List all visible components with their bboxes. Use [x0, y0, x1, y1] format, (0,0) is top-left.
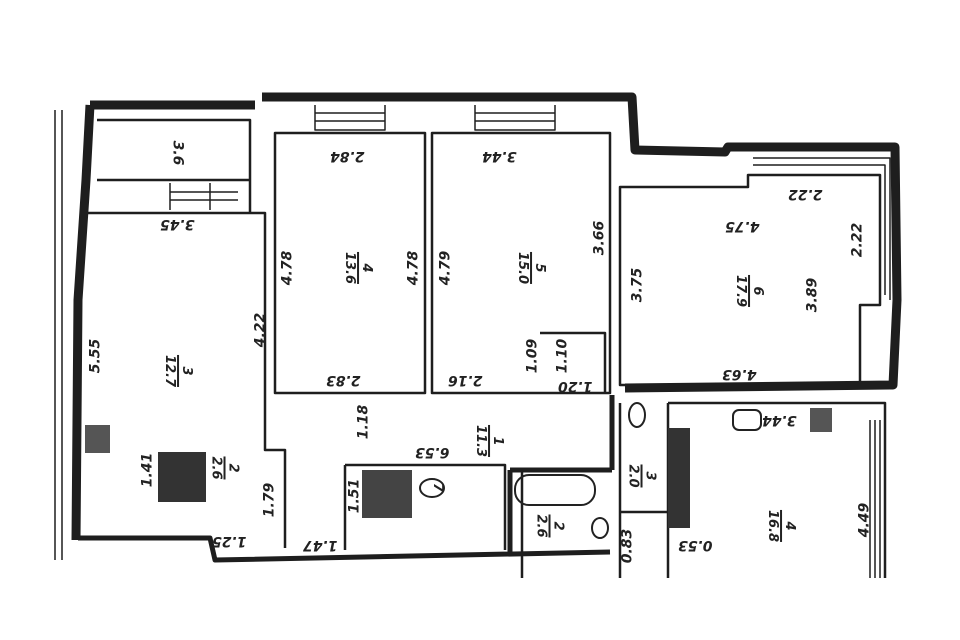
dimension-label: 5.55 — [87, 338, 104, 374]
window-marks — [54, 105, 891, 578]
sink-icon — [85, 425, 110, 453]
stove-icon — [362, 470, 412, 518]
dimension-label: 0.83 — [619, 528, 636, 564]
dimension-label: 2.16 — [448, 372, 483, 388]
sink-icon — [591, 517, 609, 539]
dimension-label: 4.78 — [279, 250, 296, 286]
toilet-icon — [628, 402, 646, 428]
dimension-label: 6.53 — [415, 444, 450, 460]
stove-icon — [158, 452, 206, 502]
dimension-label: 1.20 — [558, 378, 593, 394]
dimension-label: 4.78 — [405, 250, 422, 286]
dimension-label: 4.75 — [725, 218, 760, 234]
dimension-label: 2.22 — [849, 222, 866, 258]
dimension-label: 1.25 — [212, 533, 247, 549]
dimension-label: 1.18 — [355, 404, 372, 440]
dimension-label: 0.53 — [678, 537, 713, 553]
dimension-label: 1.10 — [554, 338, 571, 374]
radiator-icon — [668, 428, 690, 528]
dimension-label: 3.44 — [762, 412, 797, 428]
dimension-label: 3.6 — [169, 140, 186, 166]
dimension-label: 1.09 — [524, 338, 541, 374]
dimension-label: 2.83 — [326, 372, 361, 388]
room-label: 7 — [430, 482, 446, 493]
dimension-label: 2.84 — [330, 148, 365, 164]
dimension-label: 3.75 — [629, 267, 646, 303]
dimension-label: 3.66 — [591, 220, 608, 256]
dimension-label: 4.79 — [437, 250, 454, 286]
outer-wall — [71, 92, 902, 541]
toilet-icon — [419, 478, 445, 498]
dimension-label: 4.63 — [722, 366, 757, 382]
sink-icon — [732, 409, 762, 431]
dimension-label: 3.45 — [160, 216, 195, 232]
dimension-label: 4.22 — [252, 312, 269, 348]
dimension-label: 1.47 — [303, 537, 338, 553]
bottom-wall — [78, 395, 615, 563]
bathtub-icon — [514, 474, 596, 506]
dimension-label: 4.49 — [856, 502, 873, 538]
dimension-label: 3.89 — [804, 277, 821, 313]
dimension-label: 1.79 — [261, 482, 278, 518]
dimension-label: 3.44 — [482, 148, 517, 164]
dimension-label: 1.51 — [346, 478, 363, 514]
dimension-label: 1.41 — [139, 452, 156, 488]
dimension-label: 2.22 — [788, 186, 823, 202]
hob-icon — [810, 408, 832, 432]
